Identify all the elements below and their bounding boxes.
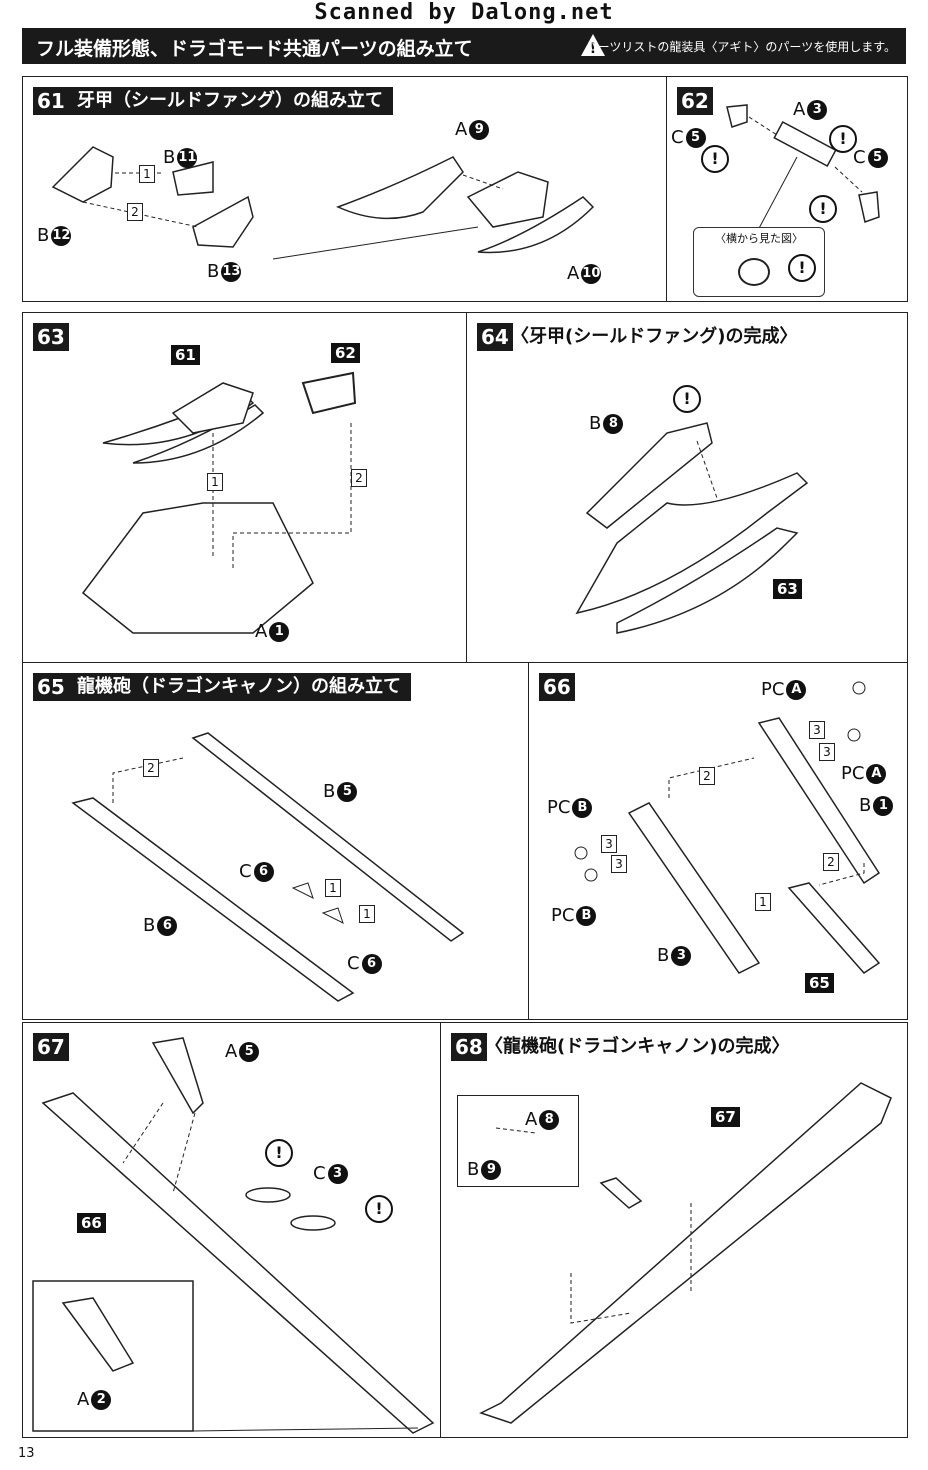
order-box: 1: [755, 893, 771, 911]
step-number: 61: [33, 87, 69, 115]
caution-icon: !: [809, 195, 837, 223]
subassembly-tag-62: 62: [331, 343, 360, 363]
subassembly-tag-63: 63: [773, 579, 802, 599]
caution-icon: !: [701, 145, 729, 173]
step-title: 龍機砲（ドラゴンキャノン）の組み立て: [67, 673, 411, 701]
scan-watermark: Scanned by Dalong.net: [314, 0, 614, 25]
warning-icon: !: [581, 34, 605, 57]
caution-icon: !: [265, 1139, 293, 1167]
order-box: 2: [351, 469, 367, 487]
section-header: フル装備形態、ドラゴモード共通パーツの組み立て ! パーツリストの龍装具〈アギト…: [22, 28, 906, 64]
caution-icon: !: [788, 254, 816, 282]
step-number: 65: [33, 673, 69, 701]
side-view-inset: 〈横から見た図〉 !: [693, 227, 825, 297]
order-box: 1: [139, 165, 155, 183]
step-title: 〈牙甲(シールドファング)の完成〉: [511, 326, 798, 347]
subassembly-tag-61: 61: [171, 345, 200, 365]
step-number: 68: [451, 1033, 487, 1061]
ring-part-icon: [738, 258, 770, 286]
step-number: 67: [33, 1033, 69, 1061]
step-title: 牙甲（シールドファング）の組み立て: [67, 87, 393, 115]
subassembly-tag-65: 65: [805, 973, 834, 993]
step-number: 66: [539, 673, 575, 701]
order-box: 3: [611, 855, 627, 873]
subassembly-tag-67: 67: [711, 1107, 740, 1127]
section-title: フル装備形態、ドラゴモード共通パーツの組み立て: [36, 38, 473, 60]
cannon-mount-diagram: [32, 1037, 435, 1434]
order-box: 2: [143, 759, 159, 777]
subassembly-tag-66: 66: [77, 1213, 106, 1233]
shield-fang-assembly-diagram: [51, 146, 595, 260]
dragon-cannon-complete-diagram: [479, 1082, 892, 1424]
page-number: 13: [18, 1446, 35, 1461]
caution-icon: !: [365, 1195, 393, 1223]
order-box: 2: [699, 767, 715, 785]
order-box: 1: [207, 473, 223, 491]
step-number: 62: [677, 87, 713, 115]
step-title: 〈龍機砲(ドラゴンキャノン)の完成〉: [485, 1036, 790, 1057]
step-number: 63: [33, 323, 69, 351]
caution-icon: !: [829, 125, 857, 153]
step-number: 64: [477, 323, 513, 351]
warning-text: パーツリストの龍装具〈アギト〉のパーツを使用します。: [585, 40, 896, 54]
order-box: 1: [359, 905, 375, 923]
order-box: 2: [823, 853, 839, 871]
detail-inset: [457, 1095, 579, 1187]
side-view-caption: 〈横から見た図〉: [715, 232, 803, 245]
shield-attach-diagram: [81, 371, 357, 634]
svg-text:!: !: [590, 41, 596, 57]
order-box: 1: [325, 879, 341, 897]
order-box: 3: [601, 835, 617, 853]
caution-icon: !: [673, 385, 701, 413]
order-box: 2: [127, 203, 143, 221]
order-box: 3: [819, 743, 835, 761]
cannon-frame-assembly-diagram: [574, 681, 881, 974]
order-box: 3: [809, 721, 825, 739]
shield-fang-complete-diagram: [575, 422, 809, 634]
dragon-cannon-assembly-diagram: [71, 732, 465, 1002]
handle-assembly-diagram: [726, 104, 880, 233]
